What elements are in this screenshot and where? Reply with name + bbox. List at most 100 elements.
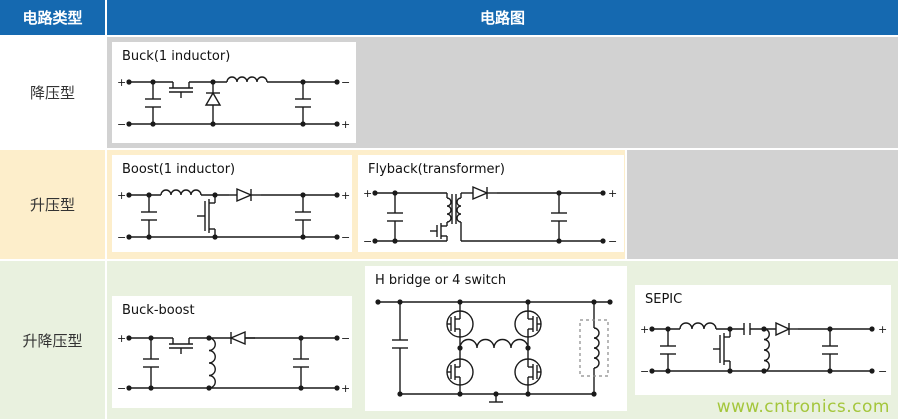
svg-text:+: + xyxy=(117,76,126,89)
hbridge-panel: H bridge or 4 switch xyxy=(365,266,627,411)
junction-dots xyxy=(126,335,340,391)
input-capacitor-symbol xyxy=(143,338,159,388)
diode-symbol xyxy=(775,321,791,337)
row-content-step-up: Boost(1 inductor) xyxy=(107,150,898,259)
svg-text:−: − xyxy=(363,235,372,248)
svg-text:−: − xyxy=(117,231,126,244)
terminal-labels: + − + − xyxy=(640,323,887,378)
svg-text:−: − xyxy=(341,332,349,345)
buck-wires xyxy=(129,81,337,125)
svg-text:−: − xyxy=(878,365,887,378)
flyback-title: Flyback(transformer) xyxy=(368,162,505,177)
svg-text:+: + xyxy=(341,118,350,131)
mosfet-symbol xyxy=(713,329,731,371)
header-circuit-type-label: 电路类型 xyxy=(22,9,83,27)
mosfet-symbol xyxy=(197,195,216,237)
junction-dots xyxy=(372,190,606,244)
empty-area xyxy=(625,150,898,259)
sepic-panel: SEPIC xyxy=(635,285,891,395)
inductor-symbol xyxy=(160,189,202,196)
buck-panel: Buck(1 inductor) xyxy=(112,42,356,143)
svg-text:+: + xyxy=(341,382,349,395)
diode-symbol xyxy=(229,187,261,203)
junction-dots xyxy=(126,79,340,127)
inductor-symbol xyxy=(208,337,216,389)
boost-panel: Boost(1 inductor) xyxy=(112,155,352,252)
svg-text:+: + xyxy=(878,323,887,336)
input-capacitor-symbol xyxy=(392,302,408,394)
diode-symbol xyxy=(204,82,222,124)
junction-dots xyxy=(126,192,340,240)
header-circuit-diagram-label: 电路图 xyxy=(479,9,525,27)
inductor-symbol xyxy=(226,76,268,83)
mosfet-bottom-right xyxy=(514,358,542,386)
boost-title: Boost(1 inductor) xyxy=(122,162,236,177)
header-cell-circuit-type: 电路类型 xyxy=(0,0,105,35)
buckboost-panel: Buck-boost xyxy=(112,296,352,408)
input-capacitor-symbol xyxy=(141,195,157,237)
mosfet-symbol xyxy=(169,338,193,354)
output-capacitor-symbol xyxy=(551,193,567,241)
watermark: www.cntronics.com xyxy=(716,397,890,417)
row-label-buck-boost-type: 升降压型 xyxy=(0,261,105,419)
hbridge-wires xyxy=(378,301,610,403)
terminal-labels: + − + − xyxy=(117,189,350,244)
hbridge-title: H bridge or 4 switch xyxy=(375,273,507,288)
row-content-buck-boost: Buck-boost xyxy=(107,261,898,419)
junction-dots xyxy=(375,299,613,397)
sepic-wires xyxy=(652,328,872,372)
svg-text:−: − xyxy=(117,118,126,131)
inductor1-symbol xyxy=(679,322,717,330)
input-capacitor-symbol xyxy=(145,82,161,124)
step-up-label: 升压型 xyxy=(29,196,75,214)
svg-text:+: + xyxy=(640,323,649,336)
output-capacitor-symbol xyxy=(295,82,311,124)
svg-text:+: + xyxy=(608,187,617,200)
flyback-wires xyxy=(375,192,603,242)
mosfet-symbol xyxy=(169,82,193,98)
mosfet-top-right xyxy=(514,310,542,338)
output-capacitor-symbol xyxy=(293,338,309,388)
flyback-panel: Flyback(transformer) xyxy=(358,155,624,252)
output-capacitor-symbol xyxy=(822,329,838,371)
svg-text:+: + xyxy=(341,189,350,202)
buckboost-circuit-diagram: + − − + xyxy=(117,330,349,395)
svg-text:+: + xyxy=(117,189,126,202)
svg-text:−: − xyxy=(608,235,617,248)
row-label-step-down: 降压型 xyxy=(0,37,105,148)
step-down-label: 降压型 xyxy=(29,84,75,102)
output-capacitor-symbol xyxy=(295,195,311,237)
hbridge-circuit-diagram xyxy=(375,299,613,403)
coupling-capacitor-symbol xyxy=(743,323,751,335)
diode-symbol xyxy=(472,185,497,201)
buckboost-title: Buck-boost xyxy=(122,303,195,318)
row-content-step-down: Buck(1 inductor) xyxy=(107,37,898,148)
svg-text:−: − xyxy=(341,231,350,244)
svg-text:−: − xyxy=(117,382,126,395)
junction-dots xyxy=(649,326,875,374)
sepic-circuit-diagram: + − + − xyxy=(640,321,887,378)
svg-text:+: + xyxy=(117,332,126,345)
svg-text:−: − xyxy=(341,76,350,89)
header-cell-circuit-diagram: 电路图 xyxy=(107,0,898,35)
svg-text:−: − xyxy=(640,365,649,378)
svg-text:+: + xyxy=(363,187,372,200)
inductor2-symbol xyxy=(763,328,770,372)
terminal-labels: + − − + xyxy=(117,332,349,395)
load-coil-symbol xyxy=(579,319,609,377)
diode-symbol xyxy=(229,330,255,346)
boost-circuit-diagram: + − + − xyxy=(117,187,350,244)
flyback-circuit-diagram: + − + − xyxy=(363,185,617,248)
sepic-title: SEPIC xyxy=(645,292,683,307)
buck-title: Buck(1 inductor) xyxy=(122,49,231,64)
inductor-symbol xyxy=(459,338,529,349)
mosfet-top-left xyxy=(446,310,474,338)
input-capacitor-symbol xyxy=(387,193,403,241)
buck-boost-type-label: 升降压型 xyxy=(22,331,83,350)
input-capacitor-symbol xyxy=(660,329,676,371)
terminal-labels: + − − + xyxy=(117,76,350,131)
transformer-symbol xyxy=(446,194,462,224)
buckboost-wires xyxy=(129,337,337,389)
